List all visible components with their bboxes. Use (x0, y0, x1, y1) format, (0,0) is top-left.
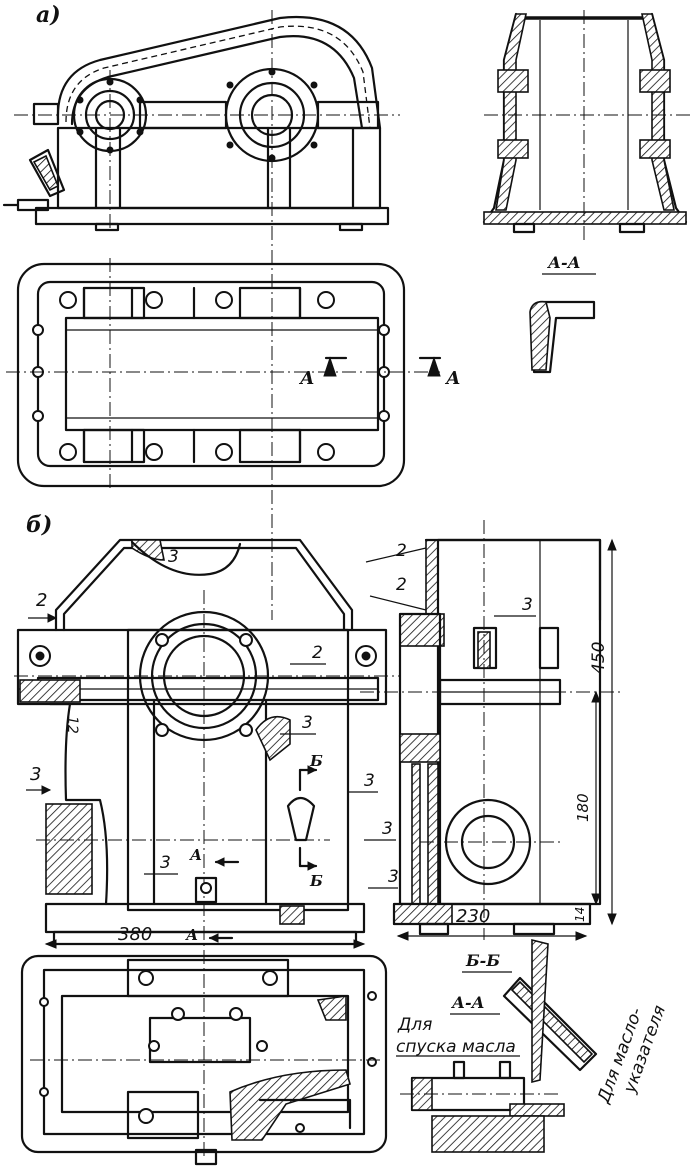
dim-450: 450 (589, 642, 609, 674)
view-b-front: б) (14, 512, 400, 1160)
note-drain-line1: Для (397, 1015, 432, 1035)
part-b-label: б) (26, 512, 52, 538)
weld-2-side-top: 2 (396, 541, 407, 561)
weld-3-d: 3 (388, 867, 399, 887)
arrow-a-mid-label: А (189, 846, 202, 864)
weld-3-mid: 3 (302, 713, 313, 733)
dim-12: 12 (64, 716, 80, 734)
weld-2-side-mid: 2 (396, 575, 407, 595)
part-a-label: а) (36, 2, 61, 28)
dim-2-top: 2 (36, 590, 47, 611)
weld-3-a: 3 (364, 771, 375, 791)
arrow-b-bot-label: Б (309, 872, 323, 890)
view-a-section-aa: А-А (482, 10, 690, 374)
dim-380: 380 (118, 924, 152, 945)
dim-14: 14 (573, 907, 587, 922)
view-a-front: а) (2, 2, 400, 620)
weld-3-top: 3 (168, 547, 179, 567)
arrow-a-left-label: А (298, 368, 315, 389)
arrow-a-plan-label: А (185, 926, 198, 944)
note-drain-line2: спуска масла (396, 1037, 516, 1057)
weld-2-right: 2 (312, 643, 323, 663)
section-aa-bottom-label: А-А (451, 993, 485, 1012)
section-bb-label: Б-Б (465, 951, 500, 970)
view-b-plan (20, 954, 388, 1166)
weld-3-b: 3 (382, 819, 393, 839)
dim-230: 230 (456, 906, 490, 927)
weld-3-side: 3 (522, 595, 533, 615)
section-aa-top-label: А-А (547, 253, 581, 272)
sections-bottom-right: Б-Б А-А Для спуска масла Для масло- указ… (396, 938, 670, 1153)
arrow-a-right-label: А (444, 368, 461, 389)
weld-3-c: 3 (160, 853, 171, 873)
view-a-plan: А А (6, 258, 461, 492)
dim-3-left: 3 (30, 764, 41, 785)
view-b-side: 450 180 14 230 2 2 3 (360, 520, 620, 941)
dim-180: 180 (574, 793, 592, 822)
arrow-b-top-label: Б (309, 752, 323, 770)
